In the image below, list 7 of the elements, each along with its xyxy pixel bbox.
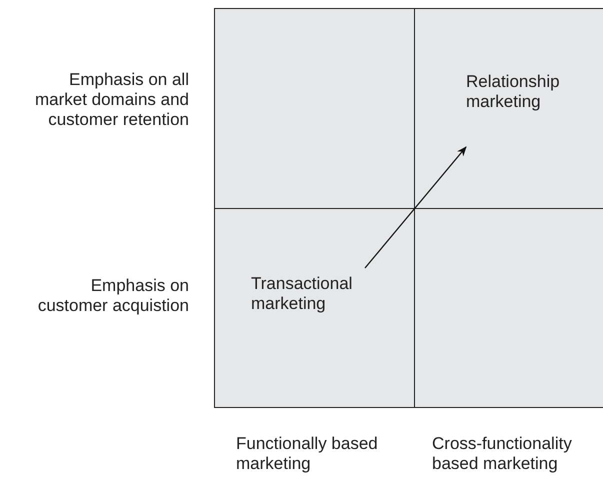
arrow <box>364 146 467 268</box>
quadrant-label: Relationship marketing <box>466 71 561 112</box>
quadrant-label: Transactional marketing <box>251 273 354 314</box>
column-axis-label: Cross-functionality based marketing <box>432 434 573 474</box>
row-axis-label: Emphasis on all market domains and customer retention <box>34 70 189 130</box>
row-axis-label: Emphasis on customer acquistion <box>36 276 189 316</box>
column-axis-label: Functionally based marketing <box>236 434 379 474</box>
